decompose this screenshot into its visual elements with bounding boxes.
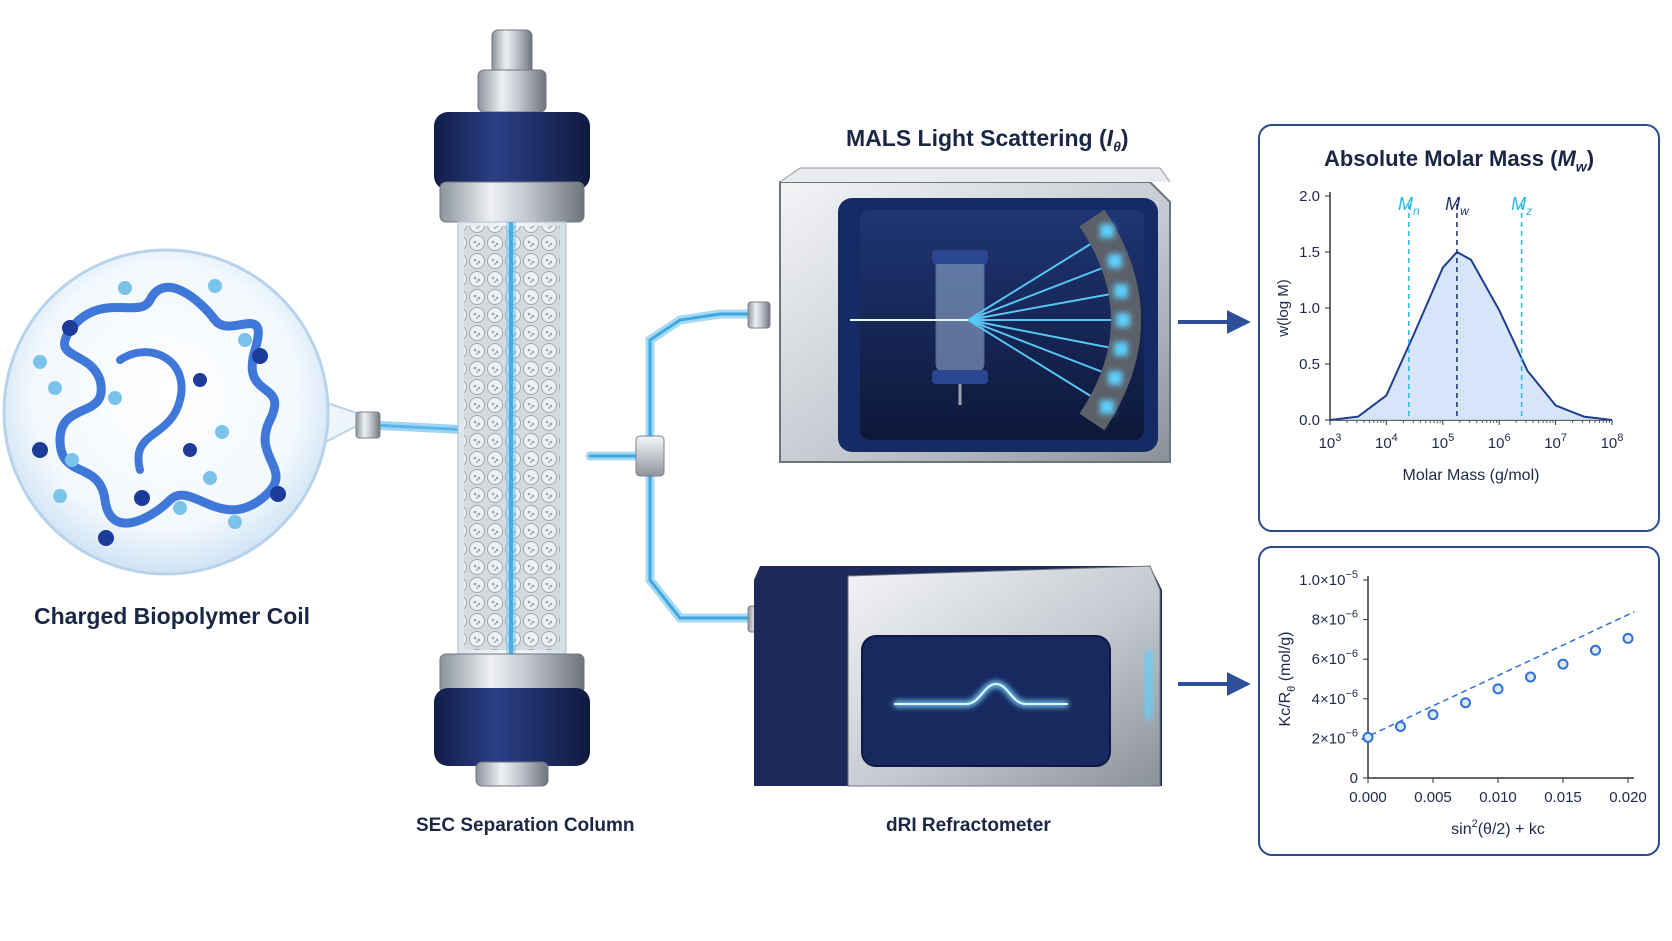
- marker-label-z: Mz: [1511, 194, 1532, 218]
- mals-detector: [779, 167, 1171, 463]
- x-tick-label: 0.000: [1349, 789, 1387, 806]
- molar-mass-chart: 0.0 0.5 1.0 1.5 2.0 103 104 105 106 107 108 Mn Mw MzM…: [1275, 188, 1624, 484]
- data-point: [1557, 658, 1569, 670]
- y-tick-label: 0.5: [1299, 356, 1320, 373]
- y-tick-label: 8×10−6: [1312, 609, 1358, 629]
- y-axis-label: Kc/Rθ (mol/g): [1277, 631, 1298, 726]
- y-tick-label: 2×10−6: [1312, 727, 1358, 747]
- sec-column: [434, 29, 590, 787]
- x-tick-label: 106: [1488, 432, 1511, 452]
- y-tick-label: 1.5: [1299, 244, 1320, 261]
- x-tick-label: 103: [1319, 432, 1342, 452]
- y-tick-label: 1.0: [1299, 300, 1320, 317]
- data-point: [1460, 697, 1471, 709]
- zimm-chart: 0 2×10−6 4×10−6 6×10−6 8×10−6 1.0×10−5 0.000 0.…: [1277, 569, 1647, 838]
- x-tick-label: 0.010: [1479, 789, 1517, 806]
- y-tick-label: 4×10−6: [1312, 688, 1358, 708]
- marker-label-w: Mw: [1445, 194, 1470, 218]
- tubing: [355, 301, 771, 633]
- column-label: SEC Separation Column: [416, 815, 635, 836]
- x-tick-label: 0.020: [1609, 789, 1647, 806]
- dri-label: dRI Refractometer: [886, 815, 1051, 836]
- data-point: [1622, 632, 1634, 644]
- y-tick-label: 1.0×10−5: [1299, 569, 1358, 589]
- x-tick-label: 107: [1544, 432, 1567, 452]
- coil-label: Charged Biopolymer Coil: [34, 603, 311, 629]
- zimm-panel: 0 2×10−6 4×10−6 6×10−6 8×10−6 1.0×10−5 0.000 0.…: [1258, 546, 1660, 856]
- mals-title: MALS Light Scattering (Iθ): [846, 125, 1129, 155]
- data-point: [1492, 683, 1504, 695]
- y-tick-label: 0.0: [1299, 412, 1320, 429]
- marker-label-n: Mn: [1398, 194, 1420, 218]
- x-tick-label: 0.005: [1414, 789, 1452, 806]
- charge-markers: [32, 320, 286, 546]
- polymer-chain: [55, 282, 281, 528]
- y-tick-label: 6×10−6: [1312, 648, 1358, 668]
- x-tick-label: 104: [1375, 432, 1398, 452]
- data-point: [1395, 721, 1406, 733]
- data-point: [1525, 671, 1536, 683]
- biopolymer-bubble: [2, 248, 375, 576]
- x-tick-label: 0.015: [1544, 789, 1582, 806]
- data-point: [1362, 731, 1374, 743]
- data-point: [1590, 644, 1601, 656]
- molar-mass-title: Absolute Molar Mass (Mw): [1323, 146, 1595, 175]
- data-point: [1427, 709, 1439, 721]
- dri-detector: [754, 565, 1162, 787]
- y-tick-label: 2.0: [1299, 188, 1320, 205]
- x-tick-label: 105: [1431, 432, 1454, 452]
- distribution-curve: [1329, 251, 1613, 421]
- minus-markers: [33, 279, 252, 529]
- x-axis-label: Molar Mass (g/mol): [1403, 467, 1540, 484]
- distribution-fill: [1330, 252, 1612, 420]
- x-axis-label: sin2(θ/2) + kc: [1451, 818, 1545, 838]
- y-tick-label: 0: [1350, 770, 1358, 787]
- fit-line: [1361, 611, 1635, 741]
- molar-mass-panel: Absolute Molar Mass (Mw) 0.0 0.5 1.0 1.5 2.0…: [1258, 124, 1660, 532]
- y-axis-label: w(log M): [1275, 279, 1292, 338]
- x-tick-label: 108: [1601, 432, 1624, 452]
